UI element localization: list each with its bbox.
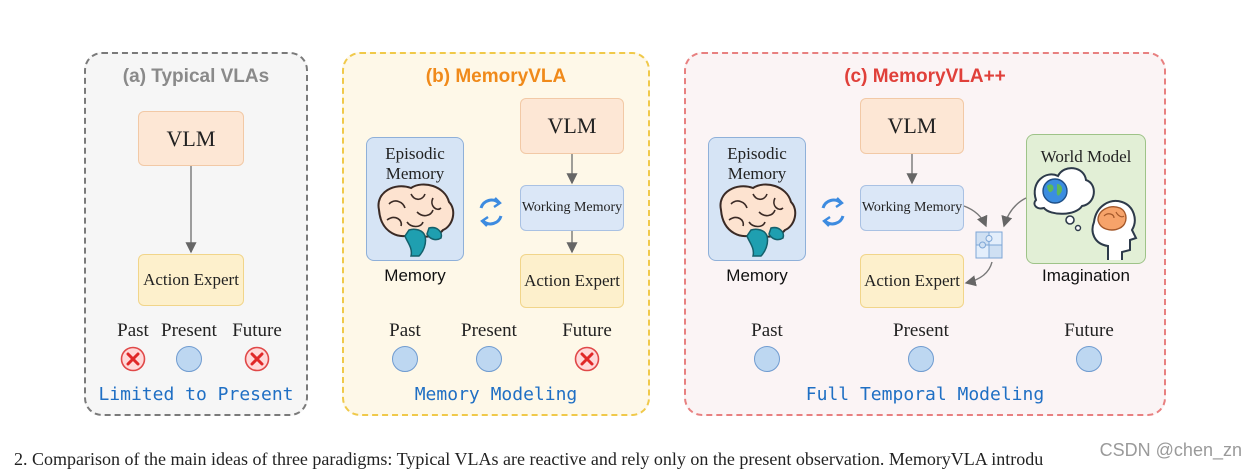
time-circle-icon: [908, 346, 934, 372]
panel-title: (b) MemoryVLA: [425, 66, 567, 87]
brain-icon: [377, 183, 455, 257]
panel-footer: Limited to Present: [98, 384, 294, 405]
arrow-working-to-puzzle: [963, 205, 988, 228]
time-label-present: Present: [893, 320, 949, 341]
working-memory-box: Working Memory: [520, 185, 624, 231]
brain-icon: [719, 183, 797, 257]
watermark: CSDN @chen_zn: [1099, 440, 1242, 460]
x-circle-icon: [574, 346, 600, 372]
sync-icon: [479, 197, 503, 227]
vlm-box: VLM: [520, 98, 624, 154]
globe-icon: [1042, 178, 1068, 204]
time-label-future: Future: [232, 320, 282, 341]
panel-footer: Memory Modeling: [414, 384, 578, 405]
memory-label: Memory: [726, 266, 788, 285]
world-model-label: World Model: [1040, 147, 1132, 166]
panel-title: (a) Typical VLAs: [122, 66, 270, 87]
arrow-world-to-puzzle: [1001, 197, 1027, 228]
time-circle-icon: [476, 346, 502, 372]
time-label-present: Present: [461, 320, 517, 341]
vlm-box: VLM: [138, 111, 244, 166]
time-label-past: Past: [117, 320, 149, 341]
memory-label: Memory: [384, 266, 446, 285]
figure-caption: 2. Comparison of the main ideas of three…: [14, 449, 1044, 469]
action-expert-box: Action Expert: [860, 254, 964, 308]
x-circle-icon: [244, 346, 270, 372]
panel-footer: Full Temporal Modeling: [805, 384, 1045, 405]
time-label-present: Present: [161, 320, 217, 341]
episodic-memory-label: Episodic Memory: [727, 144, 787, 184]
arrow-puzzle-to-action: [964, 261, 993, 287]
time-label-past: Past: [389, 320, 421, 341]
time-circle-icon: [176, 346, 202, 372]
time-circle-icon: [1076, 346, 1102, 372]
action-expert-box: Action Expert: [138, 254, 244, 306]
head-silhouette-icon: [1091, 200, 1138, 260]
puzzle-icon: [975, 231, 1003, 259]
action-expert-box: Action Expert: [520, 254, 624, 308]
panel-title: (c) MemoryVLA++: [844, 66, 1006, 87]
vlm-box: VLM: [860, 98, 964, 154]
working-memory-box: Working Memory: [860, 185, 964, 231]
time-label-past: Past: [751, 320, 783, 341]
x-circle-icon: [120, 346, 146, 372]
time-label-future: Future: [562, 320, 612, 341]
episodic-memory-label: Episodic Memory: [385, 144, 445, 184]
time-circle-icon: [754, 346, 780, 372]
sync-icon: [821, 197, 845, 227]
imagination-label: Imagination: [1042, 266, 1130, 285]
time-circle-icon: [392, 346, 418, 372]
time-label-future: Future: [1064, 320, 1114, 341]
